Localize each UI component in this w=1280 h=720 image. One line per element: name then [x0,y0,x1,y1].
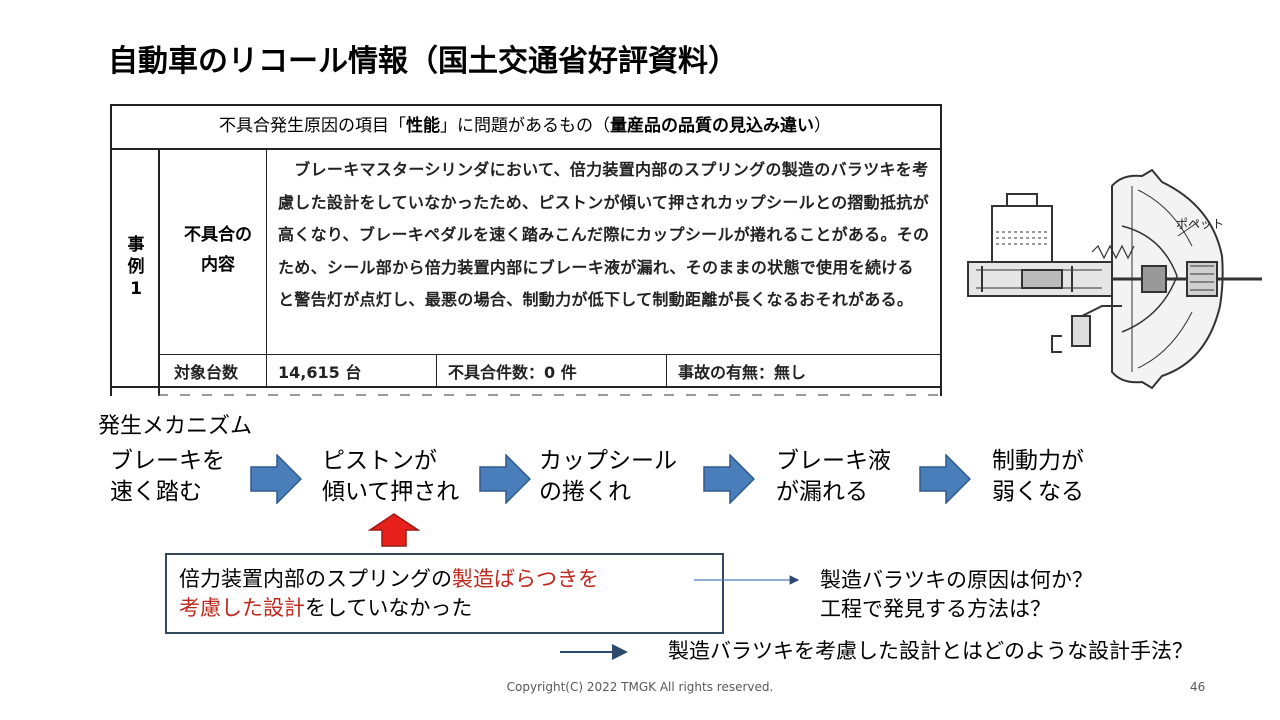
table-rule [158,148,160,396]
table-header: 不具合発生原因の項目「性能」に問題があるもの（量産品の品質の見込み違い） [219,116,831,136]
flow-arrow-right-icon [919,454,971,504]
connector-lines [560,575,800,660]
accident-status: 事故の有無：無し [678,363,807,382]
cause-text: 倍力装置内部のスプリングの製造ばらつきを考慮した設計をしていなかった [179,567,599,620]
question-design-method: 製造バラツキを考慮した設計とはどのような設計手法？ [668,639,1193,663]
question-cause: 製造バラツキの原因は何か？ [820,568,1093,592]
brake-booster-illustration: ポペット [967,168,1262,390]
poppet-label: ポペット [1176,217,1224,231]
target-count-label: 対象台数 [174,363,239,382]
step-1: ブレーキを 速く踏む [110,448,225,505]
table-rule [666,354,667,388]
step-4: ブレーキ液 が漏れる [776,448,891,505]
flow-arrow-right-icon [250,454,302,504]
target-count-value: 14,615 台 [278,363,362,382]
question-detection: 工程で発見する方法は？ [820,597,1051,621]
step-2: ピストンが 傾いて押され [322,448,460,505]
cause-up-arrow-icon [368,513,420,547]
defect-count: 不具合件数：0 件 [448,363,577,382]
category-label: 不具合の内容 [184,225,252,275]
defect-description: ブレーキマスターシリンダにおいて、倍力装置内部のスプリングの製造のバラツキを考慮… [278,160,930,309]
step-3: カップシール の捲くれ [539,448,677,505]
page-title: 自動車のリコール情報（国土交通省好評資料） [108,44,738,79]
table-cutoff-row [158,394,938,396]
table-rule [110,148,942,150]
table-rule [266,148,267,388]
case-label: 事例1 [127,235,145,299]
table-rule [158,354,942,355]
step-5: 制動力が 弱くなる [992,448,1084,505]
table-rule [110,386,942,388]
mechanism-heading: 発生メカニズム [98,414,253,439]
copyright-footer: Copyright(C) 2022 TMGK All rights reserv… [506,680,774,694]
table-border [110,104,942,396]
flow-arrow-right-icon [703,454,755,504]
table-rule [436,354,437,388]
recall-table: 不具合発生原因の項目「性能」に問題があるもの（量産品の品質の見込み違い） 事例1… [110,104,942,396]
flow-arrow-right-icon [479,454,531,504]
cause-box: 倍力装置内部のスプリングの製造ばらつきを考慮した設計をしていなかった [165,553,724,634]
page-number: 46 [1190,680,1206,694]
